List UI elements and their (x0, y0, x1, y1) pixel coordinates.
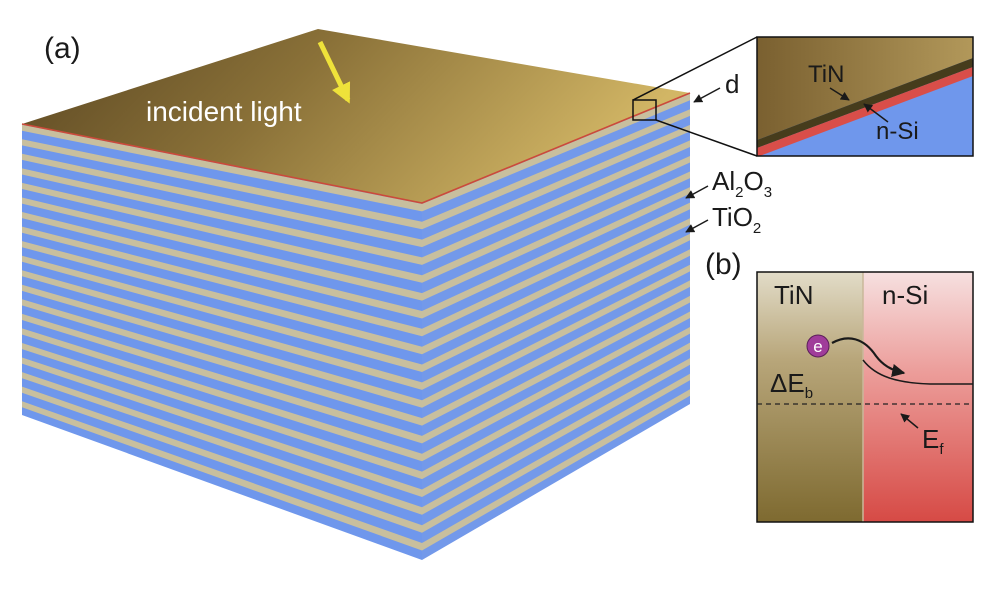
side-al2o3-layer (422, 389, 690, 551)
side-al2o3-layer (422, 295, 690, 444)
block-front-face (22, 124, 422, 560)
inset-tin-arrow (829, 87, 850, 101)
zoom-connector-bottom (655, 119, 758, 157)
tio2-arrow (685, 219, 709, 233)
side-al2o3-layer (422, 280, 690, 426)
incident-light-label: incident light (146, 96, 302, 127)
band-nsi-label: n-Si (882, 280, 928, 310)
side-al2o3-layer (422, 93, 690, 212)
front-al2o3-layer (22, 197, 422, 301)
tio2-label: TiO2 (712, 202, 761, 237)
side-al2o3-layer (422, 358, 690, 515)
side-al2o3-stripes (422, 93, 690, 551)
zoom-connector-top (632, 36, 758, 101)
side-al2o3-layer (422, 327, 690, 480)
panel-b-label: (b) (705, 248, 742, 281)
al2o3-label-sub1: 2 (735, 184, 743, 201)
front-al2o3-layer (22, 241, 422, 355)
fermi-level-label: Ef (922, 424, 944, 458)
side-al2o3-layer (422, 171, 690, 301)
front-al2o3-layer (22, 182, 422, 283)
front-al2o3-layer (22, 386, 422, 533)
front-al2o3-layer (22, 328, 422, 462)
side-al2o3-layer (422, 249, 690, 390)
front-al2o3-layer (22, 168, 422, 265)
side-al2o3-layer (422, 140, 690, 265)
barrier-height-base: ΔE (770, 368, 805, 398)
conduction-band-curve (862, 359, 973, 385)
front-al2o3-layer (22, 226, 422, 337)
front-al2o3-layer (22, 153, 422, 248)
fermi-label-arrow (900, 413, 919, 429)
side-al2o3-layer (422, 202, 690, 337)
inset-nsi-arrow (863, 103, 889, 123)
side-al2o3-layer (422, 124, 690, 248)
inset-frame (756, 36, 974, 157)
side-al2o3-layer (422, 342, 690, 497)
top-edge-nsi-layer (21, 92, 691, 204)
electron-circle (806, 334, 830, 358)
thickness-label: d (725, 69, 739, 99)
band-nsi-region (863, 272, 973, 522)
front-al2o3-layer (22, 270, 422, 390)
al2o3-label-base: Al (712, 166, 735, 196)
block-top-face-tin (22, 29, 690, 203)
inset-nsi-label: n-Si (876, 118, 919, 145)
front-al2o3-layer (22, 284, 422, 408)
front-al2o3-layer (22, 357, 422, 497)
front-al2o3-layer (22, 139, 422, 230)
side-al2o3-layer (422, 109, 690, 230)
tio2-label-base: TiO (712, 202, 753, 232)
tio2-label-sub: 2 (753, 220, 761, 237)
band-tin-label: TiN (774, 280, 813, 310)
side-al2o3-layer (422, 218, 690, 355)
electron-label: e (813, 337, 822, 356)
band-diagram-frame (756, 271, 974, 523)
inset-tin-label: TiN (808, 61, 844, 88)
side-al2o3-layer (422, 187, 690, 319)
fermi-level-base: E (922, 424, 939, 454)
al2o3-arrow (685, 185, 709, 199)
zoom-region-box (632, 99, 657, 121)
electron-transfer-arrow (831, 337, 906, 377)
side-al2o3-layer (422, 311, 690, 462)
band-tin-region (757, 272, 863, 522)
al2o3-label-sub2: 3 (764, 184, 772, 201)
side-al2o3-layer (422, 373, 690, 533)
front-al2o3-layer (22, 124, 422, 212)
front-al2o3-layer (22, 255, 422, 372)
fermi-level-sub: f (939, 441, 944, 458)
inset-zoom: TiN n-Si (756, 36, 974, 157)
front-al2o3-layer (22, 343, 422, 480)
front-al2o3-layer (22, 372, 422, 515)
band-diagram: TiN n-Si e ΔEb Ef (756, 271, 974, 523)
front-al2o3-layer (22, 401, 422, 551)
side-al2o3-layer (422, 233, 690, 372)
al2o3-label: Al2O3 (712, 166, 772, 201)
al2o3-label-mid: O (743, 166, 763, 196)
side-al2o3-layer (422, 264, 690, 408)
multilayer-block (21, 29, 691, 560)
front-al2o3-layer (22, 313, 422, 444)
side-al2o3-layer (422, 156, 690, 283)
incident-light-arrow (317, 40, 351, 104)
thickness-arrow (693, 87, 721, 103)
front-al2o3-layer (22, 299, 422, 426)
barrier-height-label: ΔEb (770, 368, 813, 402)
panel-a-label: (a) (44, 32, 81, 65)
front-al2o3-layer (22, 212, 422, 319)
barrier-height-sub: b (805, 385, 813, 402)
front-al2o3-stripes (22, 124, 422, 551)
